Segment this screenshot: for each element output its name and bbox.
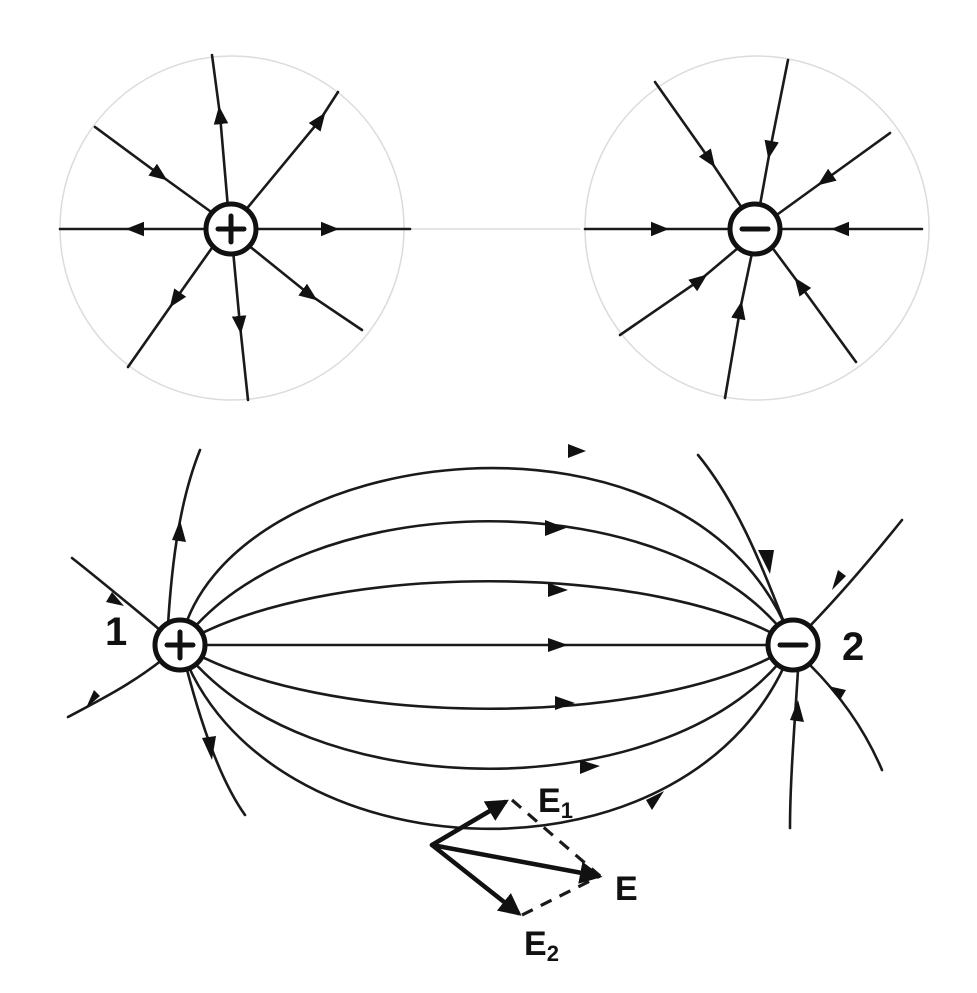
vector-addition: E1 E E2: [429, 782, 638, 966]
field-line: [788, 668, 800, 830]
field-line: [178, 643, 795, 770]
field-arrow: [202, 736, 216, 760]
field-arrow: [568, 444, 586, 458]
field-arrow: [555, 696, 575, 710]
field-line: [758, 58, 790, 207]
field-line: [178, 579, 795, 647]
field-line: [723, 251, 754, 400]
field-line: [126, 243, 216, 369]
e1-label: E1: [538, 782, 573, 823]
field-line: [178, 643, 795, 711]
positive-charge-field: [58, 53, 412, 402]
e2-label: E2: [524, 925, 559, 966]
negative-charge-field: [583, 58, 924, 400]
field-line: [210, 53, 230, 210]
field-line: [653, 80, 744, 210]
field-line: [808, 663, 884, 772]
field-line: [776, 131, 892, 216]
field-line: [231, 248, 250, 402]
field-line: [178, 643, 795, 831]
field-arrow: [172, 520, 186, 542]
field-line: [696, 453, 787, 627]
field-arrow: [86, 690, 100, 708]
field-arrow: [646, 791, 664, 810]
plus-sign-icon: [215, 213, 247, 245]
field-line: [246, 243, 364, 332]
vector-e2: [429, 842, 522, 916]
field-arrow: [790, 700, 804, 722]
field-arrow: [545, 520, 566, 536]
dipole-field: 1 2: [66, 444, 904, 831]
charge-2-label: 2: [842, 625, 864, 669]
field-line: [178, 520, 795, 647]
field-arrow: [548, 638, 568, 652]
vector-e1: [429, 799, 509, 848]
field-arrow: [548, 583, 568, 597]
field-arrow: [828, 686, 846, 700]
field-line: [242, 90, 340, 214]
field-line: [618, 246, 740, 337]
field-arrow: [758, 550, 774, 574]
field-line: [178, 466, 795, 647]
field-arrow: [832, 570, 846, 590]
e-label: E: [615, 870, 638, 908]
field-line: [806, 518, 904, 630]
field-line: [70, 556, 162, 632]
field-line: [772, 248, 858, 364]
field-arrow: [580, 760, 600, 774]
field-arrow: [106, 592, 124, 606]
field-line: [184, 664, 247, 817]
plus-sign-icon: [164, 629, 196, 661]
field-line: [93, 125, 216, 216]
vector-e: [429, 842, 603, 884]
parallelogram-side: [521, 874, 601, 917]
charge-1-label: 1: [105, 610, 127, 654]
field-line: [66, 658, 164, 719]
